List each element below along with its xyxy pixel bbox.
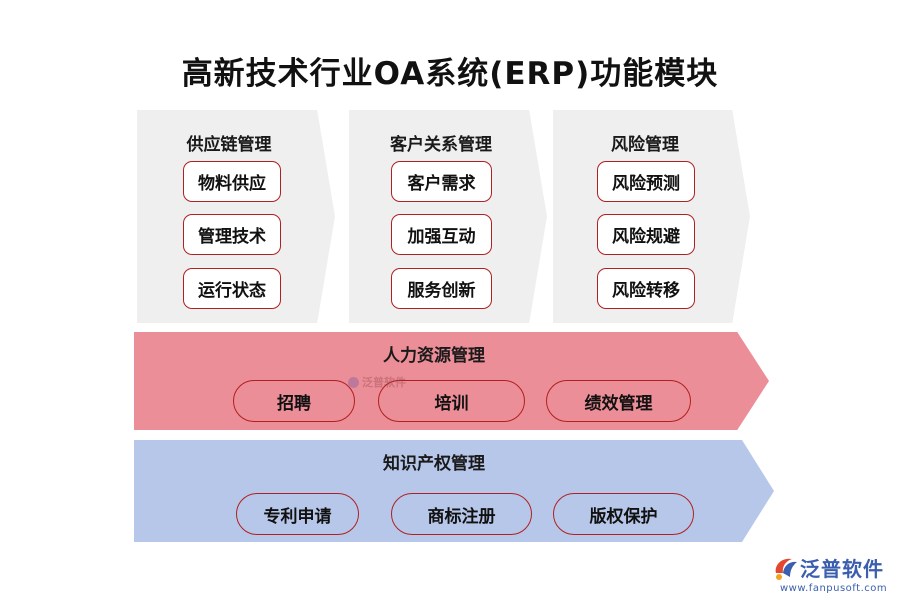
watermark-text: 泛普软件 bbox=[362, 376, 406, 389]
band-item: 培训 bbox=[378, 380, 525, 422]
module-item: 加强互动 bbox=[391, 214, 492, 255]
module-item: 风险转移 bbox=[597, 268, 695, 309]
band-item: 招聘 bbox=[233, 380, 355, 422]
module-intellectual-property: 知识产权管理 专利申请 商标注册 版权保护 bbox=[134, 440, 774, 542]
module-heading: 风险管理 bbox=[611, 135, 679, 155]
watermark-logo-icon bbox=[348, 376, 359, 388]
module-heading: 供应链管理 bbox=[186, 135, 272, 155]
band-item: 绩效管理 bbox=[546, 380, 691, 422]
band-item: 商标注册 bbox=[391, 493, 532, 535]
module-item: 管理技术 bbox=[183, 214, 281, 255]
band-item: 专利申请 bbox=[236, 493, 359, 535]
module-item: 服务创新 bbox=[391, 268, 492, 309]
logo-mark-icon bbox=[775, 558, 797, 580]
band-heading: 知识产权管理 bbox=[383, 454, 485, 474]
module-heading: 客户关系管理 bbox=[390, 135, 492, 155]
module-item: 风险预测 bbox=[597, 161, 695, 202]
logo-url: www.fanpusoft.com bbox=[780, 583, 888, 594]
module-item: 运行状态 bbox=[183, 268, 281, 309]
module-supply-chain: 供应链管理 物料供应 管理技术 运行状态 bbox=[137, 110, 335, 323]
band-item: 版权保护 bbox=[553, 493, 694, 535]
module-risk: 风险管理 风险预测 风险规避 风险转移 bbox=[553, 110, 750, 323]
brand-logo: 泛普软件 www.fanpusoft.com bbox=[770, 553, 896, 597]
watermark: 泛普软件 bbox=[348, 374, 406, 390]
logo-name: 泛普软件 bbox=[800, 557, 884, 581]
module-human-resources: 人力资源管理 招聘 培训 绩效管理 bbox=[134, 332, 769, 430]
module-customer-relations: 客户关系管理 客户需求 加强互动 服务创新 bbox=[349, 110, 547, 323]
diagram-title: 高新技术行业OA系统(ERP)功能模块 bbox=[181, 56, 719, 92]
module-item: 物料供应 bbox=[183, 161, 281, 202]
module-item: 风险规避 bbox=[597, 214, 695, 255]
module-item: 客户需求 bbox=[391, 161, 492, 202]
band-heading: 人力资源管理 bbox=[383, 346, 485, 366]
